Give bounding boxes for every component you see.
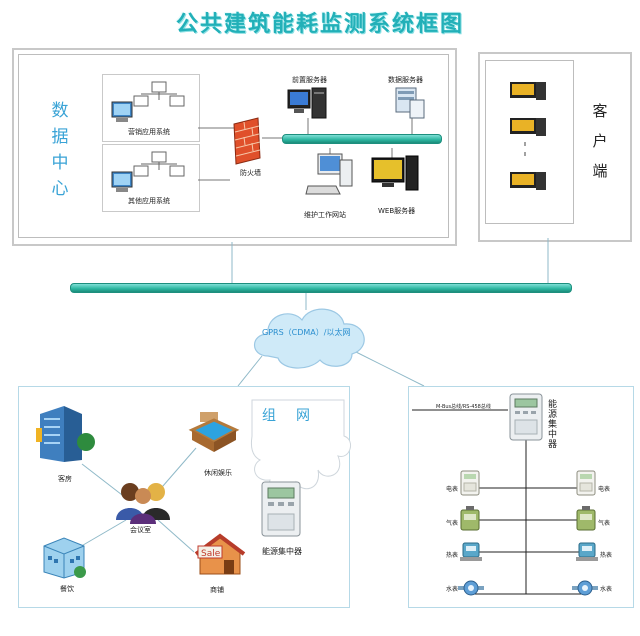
client-char: 端 — [592, 162, 608, 180]
shop-label: 商铺 — [210, 586, 224, 594]
water-meter-icon — [458, 580, 484, 596]
other-system-label: 其他应用系统 — [128, 197, 170, 205]
firewall-label: 防火墙 — [240, 169, 261, 177]
heat-meter-icon — [576, 542, 598, 561]
meter-concentrator-char: 能 — [548, 400, 558, 410]
hotel-building-icon — [36, 406, 95, 462]
group-concentrator-label: 能源集中器 — [262, 547, 302, 556]
web-server-icon — [371, 155, 419, 191]
left-meter-label: 水表 — [446, 586, 459, 593]
group-network-label: 组网 — [262, 405, 330, 425]
right-meter-label: 电表 — [598, 486, 611, 493]
firewall-icon — [233, 117, 261, 165]
meter-concentrator-char: 集 — [548, 420, 558, 430]
bus-label: M-Bus总线/RS-458总线 — [436, 404, 491, 410]
meter-concentrator-char: 源 — [548, 410, 558, 420]
database-server-icon — [395, 87, 425, 119]
shop-building-icon: Sale — [194, 533, 246, 575]
maintenance-workstation-icon — [305, 153, 353, 195]
restaurant-building-icon — [43, 537, 86, 579]
left-meter-label: 热表 — [446, 552, 459, 559]
left-meter-label: 气表 — [446, 520, 459, 527]
other-network-icon — [111, 151, 185, 192]
group-network-char: 组 — [262, 408, 296, 424]
water-meter-icon — [572, 580, 598, 596]
network-cloud-label: GPRS（CDMA）/以太网 — [262, 328, 351, 337]
meter-concentrator-label: 能 源 集 中 器 — [548, 400, 558, 450]
front-server-icon — [287, 87, 327, 119]
diagram-title: 公共建筑能耗监测系统框图 — [175, 12, 464, 37]
shop-sign-text: Sale — [201, 549, 221, 559]
meter-concentrator-icon — [509, 393, 543, 441]
electricity-meter-icon — [460, 470, 480, 496]
group-concentrator-icon — [261, 481, 301, 537]
data-center-char: 中 — [51, 153, 69, 173]
marketing-system-label: 营销应用系统 — [128, 128, 170, 136]
group-network-char: 网 — [296, 408, 330, 424]
web-server-label: WEB服务器 — [378, 207, 416, 215]
client-label: 客 户 端 — [590, 96, 610, 186]
meter-concentrator-char: 器 — [548, 440, 558, 450]
right-meter-label: 热表 — [600, 552, 613, 559]
leisure-label: 休闲娱乐 — [204, 469, 232, 477]
main-bus-pipe — [70, 283, 572, 293]
data-center-char: 数 — [51, 101, 69, 121]
data-center-char: 据 — [51, 127, 69, 147]
meeting-room-label: 会议室 — [130, 526, 151, 534]
restaurant-label: 餐饮 — [60, 585, 74, 593]
gas-meter-icon — [460, 506, 480, 531]
hotel-label: 客房 — [58, 475, 72, 483]
right-meter-label: 水表 — [600, 586, 613, 593]
database-server-label: 数据服务器 — [388, 76, 423, 84]
left-meter-label: 电表 — [446, 486, 459, 493]
heat-meter-icon — [460, 542, 482, 561]
leisure-pool-icon — [188, 412, 240, 452]
front-server-label: 前置服务器 — [292, 76, 327, 84]
right-meter-label: 气表 — [598, 520, 611, 527]
gas-meter-icon — [576, 506, 596, 531]
data-center-label: 数 据 中 心 — [50, 98, 70, 202]
marketing-network-icon — [111, 81, 185, 122]
server-bus-pipe — [282, 134, 442, 144]
client-computers-icon — [510, 82, 546, 190]
meter-concentrator-char: 中 — [548, 430, 558, 440]
electricity-meter-icon — [576, 470, 596, 496]
data-center-inner — [18, 54, 449, 238]
network-cloud-icon — [253, 308, 365, 369]
maintenance-workstation-label: 维护工作网站 — [304, 211, 346, 219]
meeting-people-icon — [116, 483, 170, 524]
client-char: 客 — [592, 102, 608, 120]
data-center-char: 心 — [51, 179, 69, 199]
client-char: 户 — [592, 132, 608, 150]
